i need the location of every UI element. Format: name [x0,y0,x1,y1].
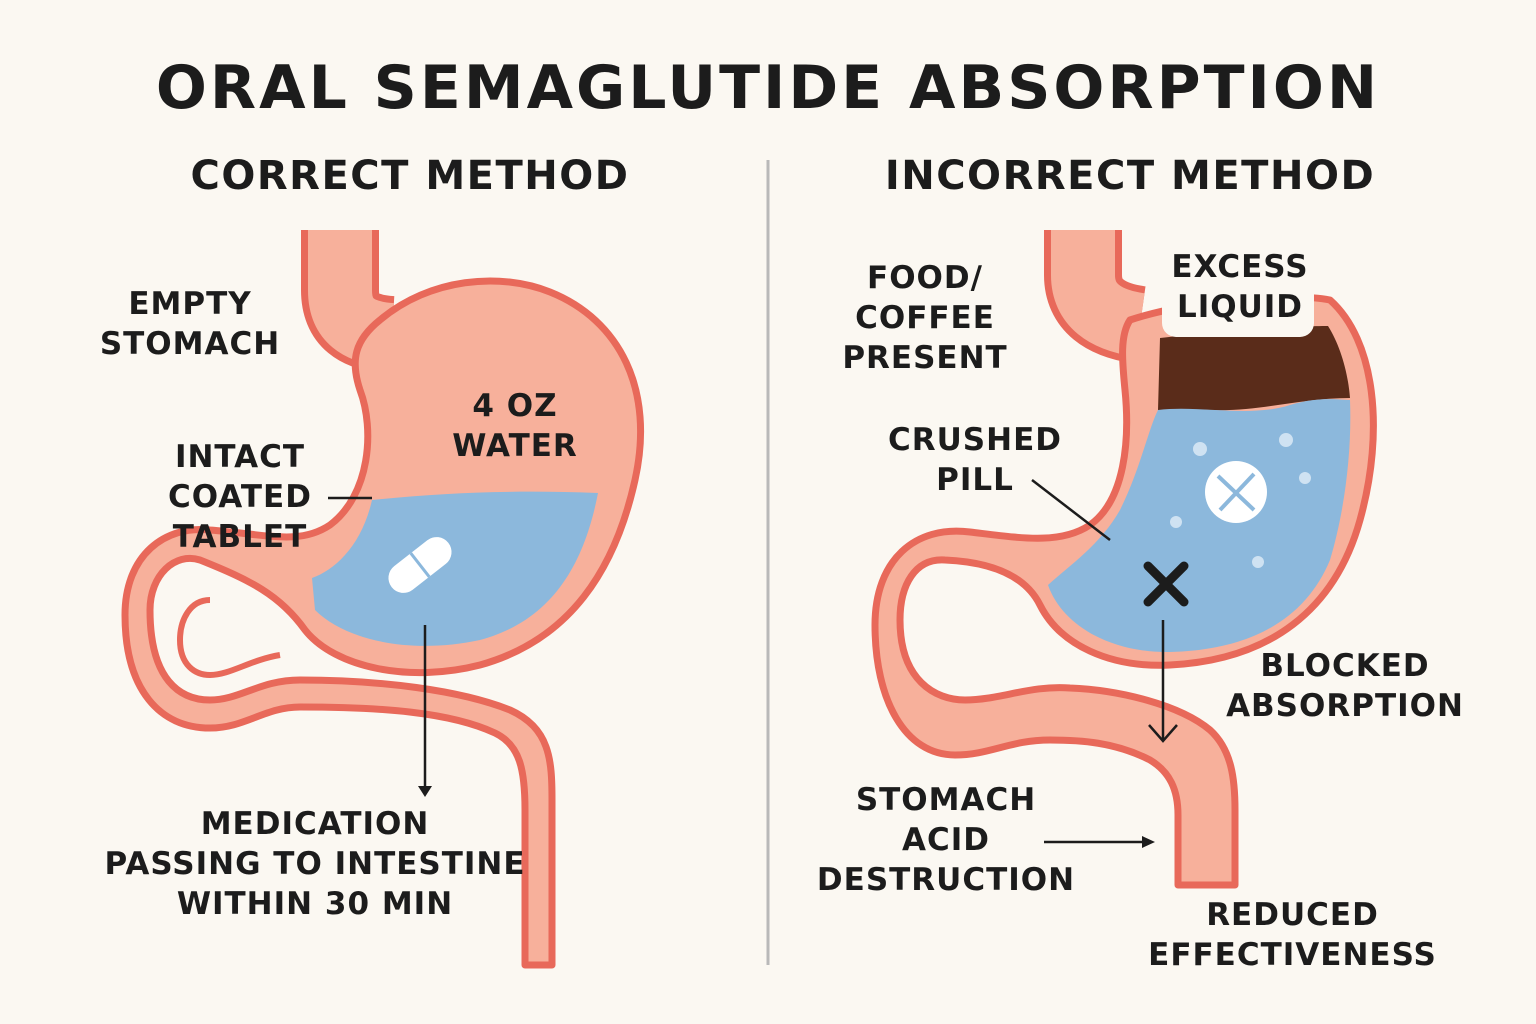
down-arrow-icon [418,625,432,797]
medication-passing-label: MEDICATION PASSING TO INTESTINE WITHIN 3… [104,806,526,922]
water-label: 4 OZ WATER [452,388,578,464]
down-arrow-icon [1148,620,1178,743]
empty-stomach-label: EMPTY STOMACH [99,286,281,362]
stomach-acid-label: STOMACH ACID DESTRUCTION [816,782,1076,898]
left-intestine-inner [176,597,281,679]
correct-method-heading: CORRECT METHOD [190,153,630,199]
left-water [312,491,598,646]
right-water [1048,399,1351,653]
food-coffee-label: FOOD/ COFFEE PRESENT [842,260,1008,376]
crushed-pointer-line [1031,479,1111,541]
left-stomach [121,230,645,969]
crushed-pill-label: CRUSHED PILL [888,422,1062,498]
right-food-layer [1158,326,1350,411]
tablet-label: INTACT COATED TABLET [168,439,312,555]
excess-liquid-label-bg [1162,255,1314,337]
x-mark-icon [1143,561,1189,607]
right-esophagus-fill [1051,230,1146,357]
acid-arrow-icon [1044,836,1155,848]
blocked-absorption-label: BLOCKED ABSORPTION [1226,648,1464,724]
page-title: ORAL SEMAGLUTIDE ABSORPTION [155,53,1381,123]
right-stomach [871,230,1377,889]
crushed-pill-icon [1205,461,1267,523]
excess-liquid-label: EXCESS LIQUID [1171,249,1309,325]
capsule-pill-icon [388,537,452,593]
bubbles [1170,433,1311,568]
incorrect-method-heading: INCORRECT METHOD [884,153,1376,199]
reduced-effectiveness-label: REDUCED EFFECTIVENESS [1148,897,1437,973]
